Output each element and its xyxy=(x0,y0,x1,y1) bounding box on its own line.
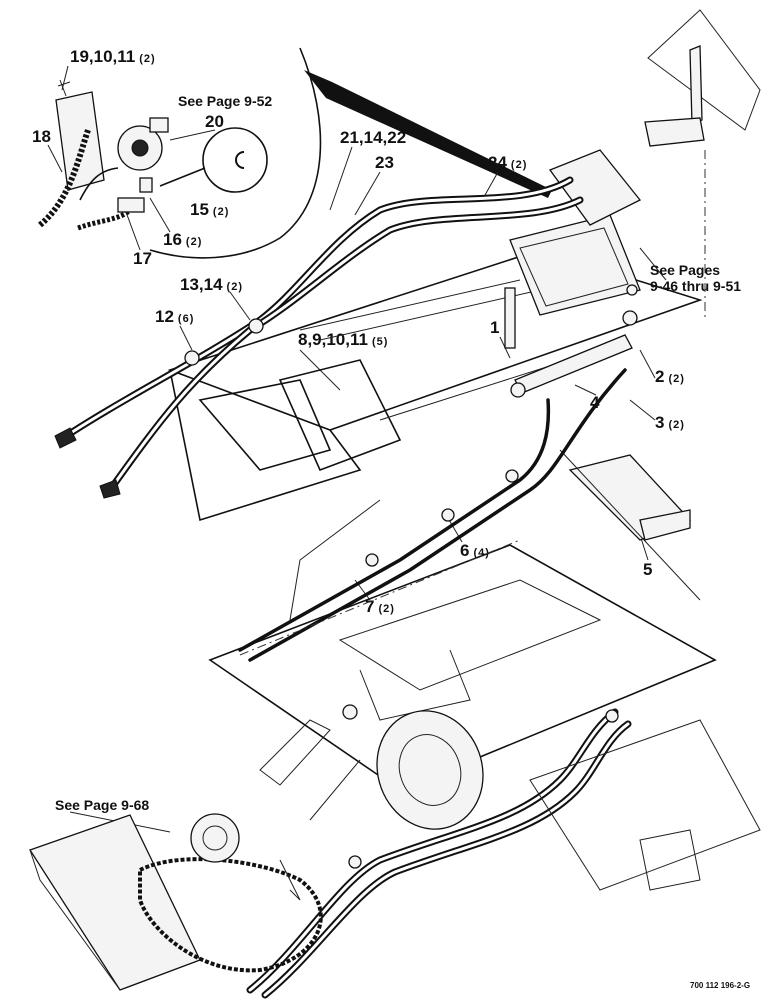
callout-5: 5 xyxy=(643,560,652,579)
sprocket-hub xyxy=(202,825,228,851)
callout-19: 19,10,11(2) xyxy=(70,47,156,66)
clamp-6-c xyxy=(365,553,379,567)
oring-15-icon xyxy=(235,151,245,169)
hose-18 xyxy=(38,129,91,228)
callout-21: 21,14,22 xyxy=(340,128,406,147)
clamp-lower xyxy=(605,709,619,723)
see-page-952: See Page 9-52 xyxy=(178,93,272,109)
hose-17-line xyxy=(77,208,132,231)
inset-pointer-wedge xyxy=(304,70,552,198)
figure-code: 700 112 196-2-G xyxy=(690,981,750,990)
lower-assembly xyxy=(29,539,761,991)
hose-7-b xyxy=(248,368,627,662)
callout-23: 23 xyxy=(375,153,394,172)
shroud-panel xyxy=(647,9,761,131)
callout-1-lower: 1 xyxy=(490,318,499,337)
callout-16: 16(2) xyxy=(163,230,202,249)
callout-13: 13,14(2) xyxy=(180,275,243,294)
callout-18: 18 xyxy=(32,127,51,146)
clamp-12-a xyxy=(184,350,200,366)
callout-15: 15(2) xyxy=(190,200,229,219)
sprocket xyxy=(190,813,240,863)
valve-20-fitting xyxy=(149,117,169,133)
fitting-17 xyxy=(117,197,145,213)
pin-1 xyxy=(626,284,638,296)
hose-7-a xyxy=(238,398,551,652)
inset-hose-loop xyxy=(79,167,119,201)
box-mid xyxy=(278,359,402,472)
flywheel xyxy=(376,710,484,830)
lower-frame-box xyxy=(338,579,602,691)
cylinder-clevis xyxy=(510,382,526,398)
frame-diagonal xyxy=(559,449,701,601)
callout-20: 20 xyxy=(205,112,224,131)
bearing xyxy=(342,704,358,720)
gearbox-cover xyxy=(639,829,701,891)
clamp-6-b xyxy=(505,469,519,483)
callout-3: 3(2) xyxy=(655,413,685,432)
hydraulic-hoses xyxy=(54,176,632,999)
box-left xyxy=(198,379,332,471)
mounting-plate xyxy=(55,91,105,191)
callout-12: 12(6) xyxy=(155,307,194,326)
clamp-lower-b xyxy=(348,855,362,869)
linkage-arm xyxy=(259,719,331,786)
pin-2 xyxy=(622,310,638,326)
reservoir-inner xyxy=(519,227,629,307)
baler-frame xyxy=(167,149,703,621)
see-page-968: See Page 9-68 xyxy=(55,797,149,813)
clamp-6-a xyxy=(441,508,455,522)
hose-end-a xyxy=(54,427,77,449)
hose-end-b xyxy=(99,479,121,499)
frame-top-plane xyxy=(167,249,703,431)
guard-shield xyxy=(29,814,201,991)
frame-lower-edge xyxy=(289,499,381,621)
pump-housing xyxy=(548,149,642,226)
bracket-foot xyxy=(644,117,705,147)
callout-17: 17 xyxy=(133,249,152,268)
fitting-16 xyxy=(139,177,153,193)
oring-magnifier xyxy=(202,127,268,193)
clamp-12-b xyxy=(248,318,264,334)
spring-tip xyxy=(279,859,301,901)
frame-side xyxy=(169,369,362,522)
callout-24: 24(2) xyxy=(488,153,527,172)
linkage-rod xyxy=(309,759,361,821)
see-pages-946-line2: 9-46 thru 9-51 xyxy=(650,278,741,294)
flywheel-hub xyxy=(398,734,462,806)
cylinder-rod-1 xyxy=(504,287,516,349)
callout-7: 7(2) xyxy=(365,597,395,616)
gearbox-block xyxy=(529,719,761,891)
magnifier-leader xyxy=(159,167,206,187)
shroud-bracket xyxy=(644,9,761,320)
see-pages-946-line1: See Pages xyxy=(650,262,720,278)
guard-edge xyxy=(29,849,121,991)
reservoir-tank xyxy=(509,214,641,316)
callout-6: 6(4) xyxy=(460,541,490,560)
detail-inset xyxy=(38,47,552,259)
inset-boundary-arc xyxy=(149,47,322,259)
callout-labels: 19,10,11(2) 20 18 15(2) 16(2) 17 21,14,2… xyxy=(32,47,750,990)
bracket-upright xyxy=(689,45,703,125)
lower-platform xyxy=(208,544,717,791)
callout-8: 8,9,10,11(5) xyxy=(298,330,388,349)
bracket-5-tab xyxy=(639,509,691,541)
lower-frame-side xyxy=(359,649,471,721)
callout-2: 2(2) xyxy=(655,367,685,386)
callout-4: 4 xyxy=(590,393,600,412)
valve-20-port xyxy=(131,139,149,157)
